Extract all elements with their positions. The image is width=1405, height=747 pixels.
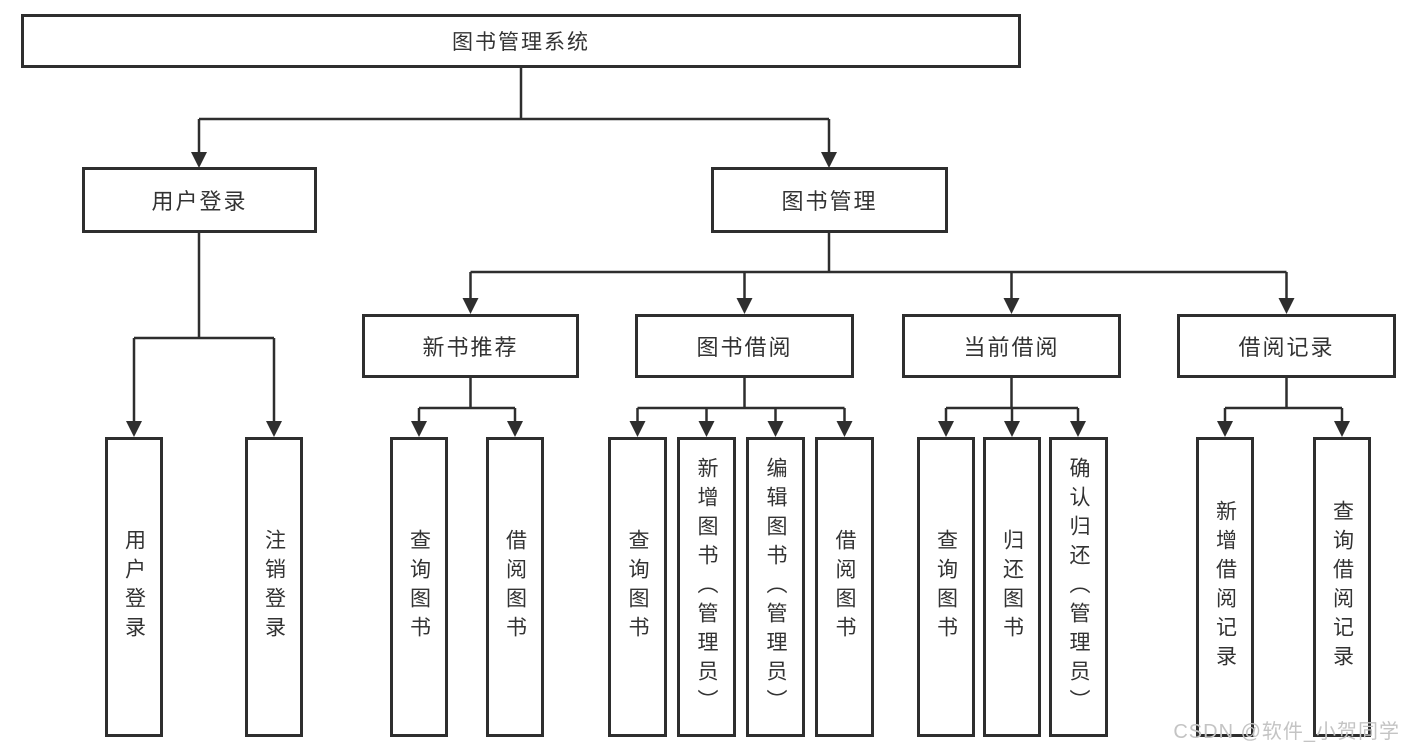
leaf-edit-books-admin: 编辑图书（管理员）	[746, 437, 805, 737]
leaf-return-books: 归还图书	[983, 437, 1041, 737]
node-root-system: 图书管理系统	[21, 14, 1021, 68]
leaf-query-borrow-record: 查询借阅记录	[1313, 437, 1371, 737]
leaf-borrow-books: 借阅图书	[815, 437, 874, 737]
leaf-borrow-books-recommend: 借阅图书	[486, 437, 544, 737]
leaf-query-books-borrow: 查询图书	[608, 437, 667, 737]
leaf-query-books-current: 查询图书	[917, 437, 975, 737]
leaf-add-books-admin: 新增图书（管理员）	[677, 437, 736, 737]
node-borrow-records: 借阅记录	[1177, 314, 1396, 378]
node-book-management: 图书管理	[711, 167, 948, 233]
node-user-login: 用户登录	[82, 167, 317, 233]
leaf-add-borrow-record: 新增借阅记录	[1196, 437, 1254, 737]
leaf-query-books-recommend: 查询图书	[390, 437, 448, 737]
node-new-book-recommend: 新书推荐	[362, 314, 579, 378]
node-book-borrow: 图书借阅	[635, 314, 854, 378]
leaf-user-login: 用户登录	[105, 437, 163, 737]
node-current-borrow: 当前借阅	[902, 314, 1121, 378]
leaf-logout: 注销登录	[245, 437, 303, 737]
arrowheads	[126, 152, 1350, 437]
leaf-confirm-return-admin: 确认归还（管理员）	[1049, 437, 1108, 737]
